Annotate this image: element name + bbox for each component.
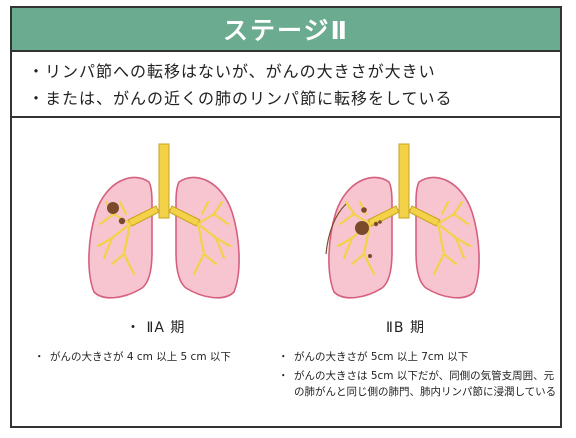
stage-label-iib: ⅡB 期 bbox=[386, 320, 425, 336]
stage-iia-details: ・がんの大きさが 4 cm 以上 5 cm 以下 bbox=[34, 349, 274, 368]
airway-tree bbox=[336, 143, 472, 276]
lung-illustration-iib bbox=[325, 143, 480, 299]
header-bar: ステージⅡ bbox=[12, 8, 560, 52]
divider bbox=[12, 116, 560, 118]
pleura-arc bbox=[325, 203, 347, 255]
page-title: ステージⅡ bbox=[223, 16, 349, 45]
summary-item: ・リンパ節への転移はないが、がんの大きさが大きい bbox=[28, 62, 436, 81]
stage-iib-details: ・がんの大きさが 5cm 以上 7cm 以下 ・がんの大きさは 5cm 以下だが… bbox=[278, 349, 558, 403]
stage-card: ステージⅡ ・リンパ節への転移はないが、がんの大きさが大きい ・または、がんの近… bbox=[10, 6, 562, 428]
tumors bbox=[107, 202, 126, 225]
stage-label-iia: ・ ⅡA 期 bbox=[126, 320, 186, 336]
detail-item: ・がんの大きさが 5cm 以上 7cm 以下 bbox=[278, 351, 469, 363]
summary-item: ・または、がんの近くの肺のリンパ節に転移をしている bbox=[28, 89, 453, 108]
summary-list: ・リンパ節への転移はないが、がんの大きさが大きい ・または、がんの近くの肺のリン… bbox=[28, 58, 548, 112]
lung-illustration-iia bbox=[88, 143, 240, 299]
detail-item: ・がんの大きさが 4 cm 以上 5 cm 以下 bbox=[34, 351, 231, 363]
tumors bbox=[355, 207, 382, 258]
detail-item: ・がんの大きさは 5cm 以下だが、同側の気管支周囲、元の肺がんと同じ側の肺門、… bbox=[278, 370, 557, 398]
lungs bbox=[88, 176, 240, 299]
bullet-glyph: ・ bbox=[278, 370, 289, 382]
lungs bbox=[328, 176, 480, 299]
bullet-glyph: ・ bbox=[278, 351, 289, 363]
bullet-glyph: ・ bbox=[34, 351, 45, 363]
